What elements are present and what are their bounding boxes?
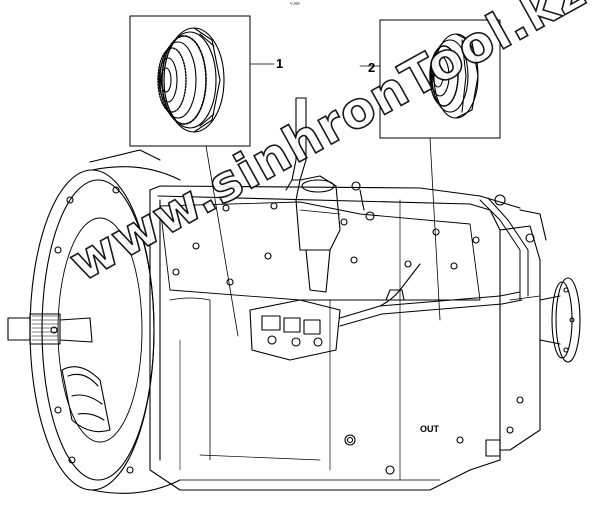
- detail-box-2: [379, 19, 501, 139]
- detail-box-1: [129, 15, 251, 147]
- output-flange: [539, 277, 581, 363]
- synchronizer-detail: [429, 33, 479, 119]
- callout-number-2: 2: [368, 60, 376, 75]
- bell-housing: [29, 149, 181, 494]
- shift-lever: [285, 97, 375, 293]
- corner-mark: ч.км: [290, 1, 300, 7]
- range-housing: [485, 194, 547, 457]
- clutch-pack-detail: [157, 27, 225, 133]
- input-shaft: [7, 313, 93, 345]
- valve-block: [249, 197, 529, 361]
- callout-number-1: 1: [276, 56, 284, 71]
- main-housing: [149, 185, 521, 491]
- housing-label: OUT: [420, 424, 439, 434]
